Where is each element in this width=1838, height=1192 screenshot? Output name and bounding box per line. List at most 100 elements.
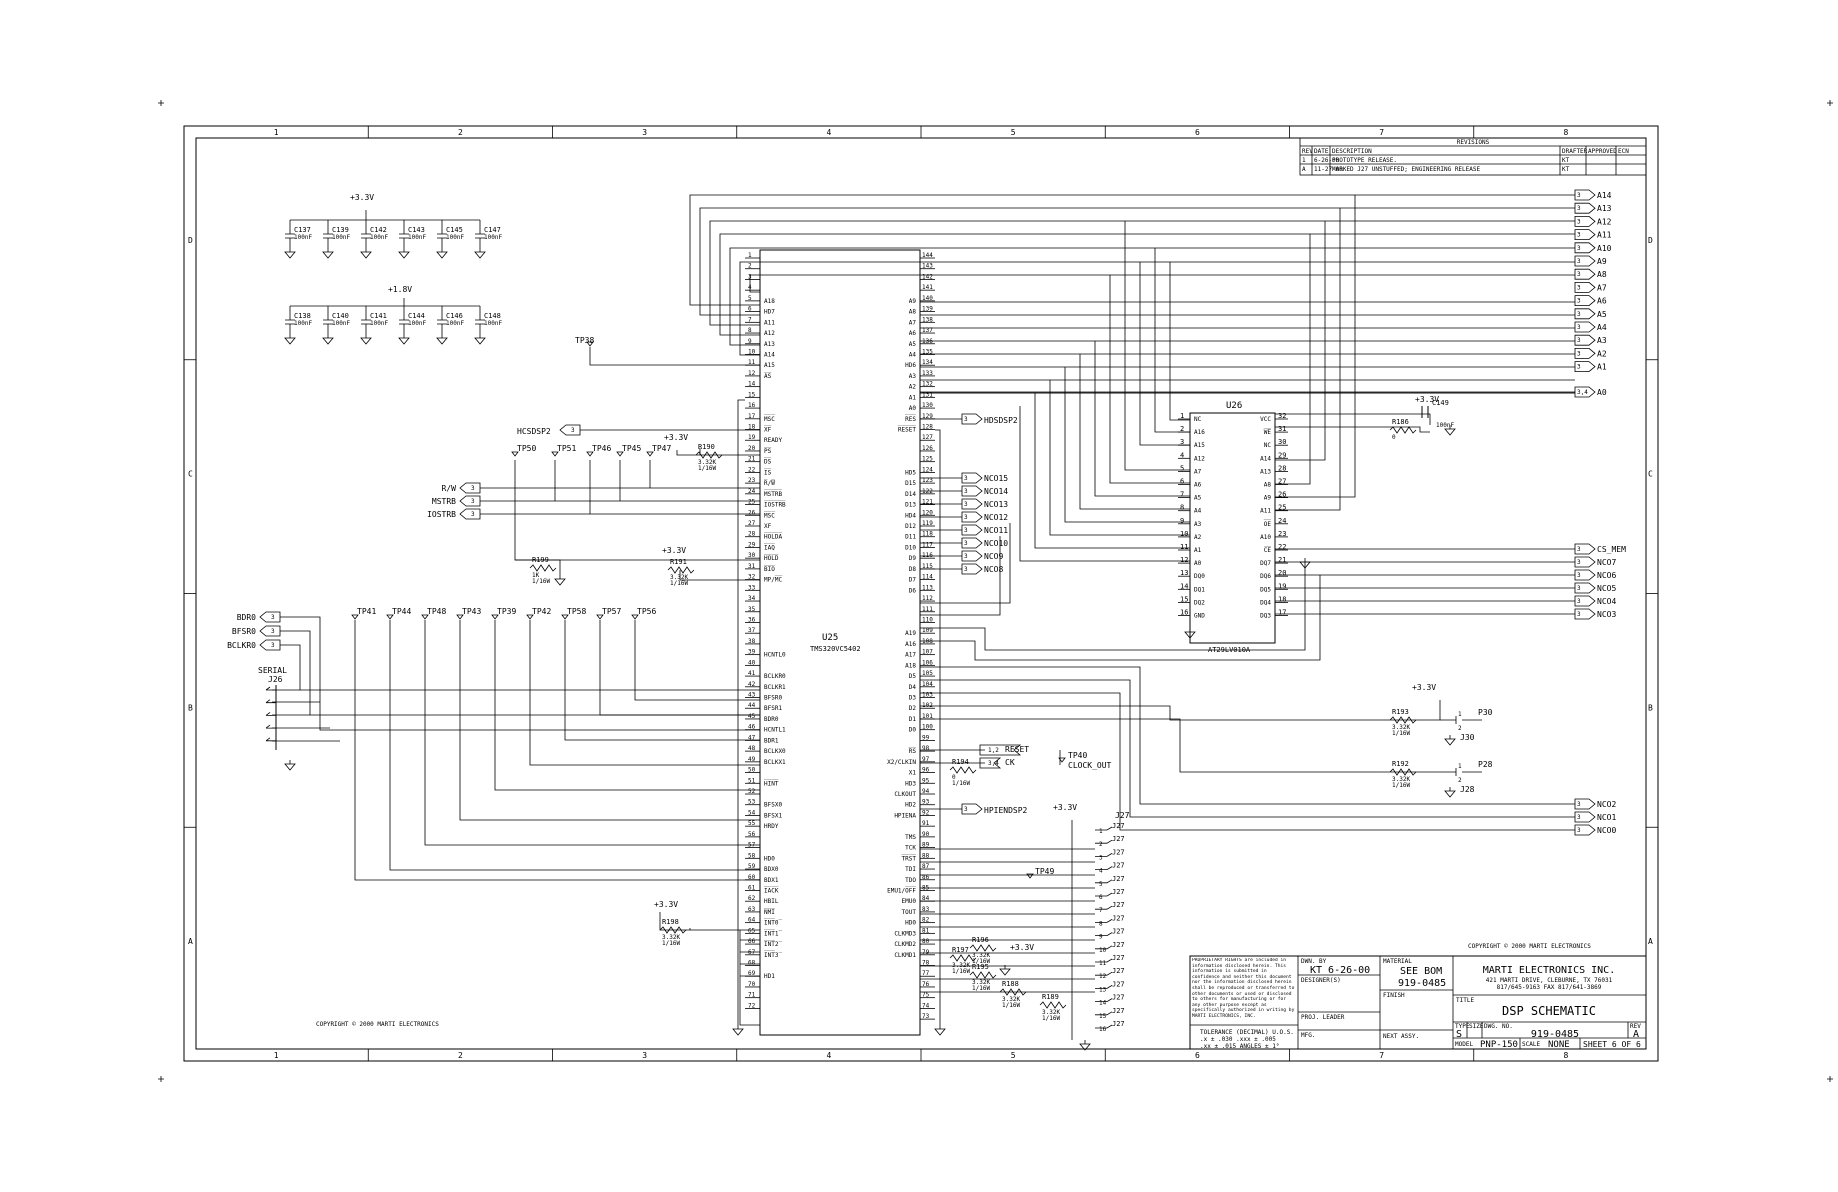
zone-col-label: 5 bbox=[1011, 128, 1016, 137]
u25-pin-name: HBIL bbox=[764, 898, 779, 905]
u25-pin-name: A9 bbox=[909, 298, 917, 305]
port-pin: 3 bbox=[1577, 572, 1581, 579]
u25-pin-name: TMS bbox=[905, 834, 916, 841]
rev-cell: KT bbox=[1562, 166, 1570, 173]
u25-pin-name: D5 bbox=[909, 673, 917, 680]
u26-pin-name: A5 bbox=[1194, 495, 1202, 502]
u25-pin-number: 142 bbox=[922, 273, 933, 280]
j27-pin bbox=[1095, 853, 1113, 857]
cap-ref: C147 bbox=[484, 226, 501, 234]
j30-net: P30 bbox=[1478, 708, 1493, 717]
port-symbol bbox=[1574, 556, 1596, 568]
port-label: R/W bbox=[442, 484, 457, 493]
u25-pin-number: 64 bbox=[748, 917, 756, 924]
j27-pin-number: 10 bbox=[1099, 947, 1107, 954]
u25-pin-name: A13 bbox=[764, 341, 775, 348]
ground-symbol bbox=[436, 248, 448, 259]
testpoint-label: TP39 bbox=[497, 607, 516, 616]
u25-pin-number: 51 bbox=[748, 777, 756, 784]
u25-pin-number: 87 bbox=[922, 863, 930, 870]
u25-pin-name: D0 bbox=[909, 727, 917, 734]
u25-pin-number: 134 bbox=[922, 359, 933, 366]
u26-pin-name: DQ5 bbox=[1260, 586, 1271, 593]
u25-pin-name: A11 bbox=[764, 319, 775, 326]
port-symbol bbox=[1574, 569, 1596, 581]
u25-pin-name: I̅N̅T̅0̅ bbox=[764, 920, 782, 927]
u25-pin-number: 94 bbox=[922, 788, 930, 795]
u25-pin-name: X̅F̅ bbox=[764, 426, 772, 433]
port-pin: 3 bbox=[964, 540, 968, 547]
rev-cell: 11-27-00 bbox=[1314, 166, 1343, 173]
u25-pin-number: 103 bbox=[922, 692, 933, 699]
u25-pin-number: 84 bbox=[922, 895, 930, 902]
u25-pin-number: 47 bbox=[748, 734, 756, 741]
u26-pin-number: 2 bbox=[1180, 425, 1184, 433]
u26-pin-name: DQ2 bbox=[1194, 599, 1205, 606]
u25-pin-number: 33 bbox=[748, 584, 756, 591]
port-pin: 3 bbox=[1577, 801, 1581, 808]
resistor-ref: R195 bbox=[972, 963, 989, 971]
ck-label: CK bbox=[1005, 758, 1015, 767]
revisions-title: REVISIONS bbox=[1457, 139, 1490, 146]
j26-pin bbox=[265, 699, 276, 704]
resistor-val: 0 bbox=[952, 774, 956, 781]
u25-pin-name: B̅I̅O̅ bbox=[764, 566, 775, 573]
u25-pin-number: 101 bbox=[922, 713, 933, 720]
u25-pin-name: H̅O̅L̅D̅A̅ bbox=[764, 534, 782, 541]
u26-pin-number: 11 bbox=[1180, 543, 1188, 551]
resistor-power: 1/16W bbox=[532, 578, 550, 585]
resistor-symbol bbox=[695, 451, 723, 459]
testpoint-label: TP50 bbox=[517, 444, 536, 453]
resistor-ref: R192 bbox=[1392, 760, 1409, 768]
port-pin: 3 bbox=[964, 514, 968, 521]
port-pin: 3 bbox=[964, 475, 968, 482]
resistor-val: 3.32K bbox=[972, 952, 990, 959]
j27-pin bbox=[1095, 905, 1113, 910]
u26-pin-number: 31 bbox=[1278, 425, 1286, 433]
u26-pin-number: 19 bbox=[1278, 582, 1286, 590]
port-label: NCO11 bbox=[984, 526, 1008, 535]
u25-pin-name: R̅E̅S̅ bbox=[905, 416, 916, 423]
port-symbol bbox=[1574, 348, 1596, 359]
ground-symbol bbox=[1299, 558, 1311, 569]
j27-pin bbox=[1095, 1011, 1113, 1016]
u25-pin-name: H̅O̅L̅D̅ bbox=[764, 555, 779, 562]
j27-pin bbox=[1095, 971, 1113, 976]
cap-ref: C140 bbox=[332, 312, 349, 320]
u25-pin-number: 74 bbox=[922, 1002, 930, 1009]
port-pin: 3 bbox=[1577, 350, 1581, 357]
u26-pin-name: A9 bbox=[1264, 495, 1272, 502]
jumper-pin: 1 bbox=[1458, 763, 1462, 770]
port-pin: 3 bbox=[964, 501, 968, 508]
cap-ref: C148 bbox=[484, 312, 501, 320]
testpoint-symbol bbox=[511, 451, 519, 457]
port-label: NCO0 bbox=[1597, 826, 1616, 835]
rev-value: A bbox=[1633, 1029, 1639, 1040]
u25-pin-number: 143 bbox=[922, 263, 933, 270]
port-label: NCO4 bbox=[1597, 597, 1616, 606]
u25-pin-number: 105 bbox=[922, 670, 933, 677]
port-label: NCO9 bbox=[984, 552, 1003, 561]
u25-pin-name: I̅A̅Q̅ bbox=[764, 544, 775, 551]
resistor-power: 1/16W bbox=[698, 465, 716, 472]
j27-pin bbox=[1095, 985, 1113, 989]
u25-pin-name: N̅M̅I̅ bbox=[764, 909, 775, 916]
port-symbol bbox=[1574, 334, 1596, 346]
supply-3v3-label: +3.3V bbox=[1053, 803, 1077, 812]
u25-pin-number: 56 bbox=[748, 831, 756, 838]
u25-pin-name: A14 bbox=[764, 351, 775, 358]
u25-pin-number: 124 bbox=[922, 466, 933, 473]
cap-ref: C143 bbox=[408, 226, 425, 234]
u25-pin-name: READY bbox=[764, 437, 782, 444]
u25-pin-number: 20 bbox=[748, 445, 756, 452]
port-symbol bbox=[1574, 282, 1596, 293]
u25-pin-name: H̅I̅N̅T̅ bbox=[764, 780, 779, 787]
u25-pin-name: A̅S̅ bbox=[764, 373, 772, 380]
u25-pin-name: D9 bbox=[909, 555, 917, 562]
proj-leader-label: PROJ. LEADER bbox=[1301, 1014, 1345, 1021]
u26-pin-name: W̅E̅ bbox=[1264, 429, 1272, 436]
material-2: 919-0485 bbox=[1398, 978, 1446, 989]
zone-row-label: D bbox=[188, 236, 193, 245]
hcsdsp2-label: HCSDSP2 bbox=[517, 427, 551, 436]
cap-val: 100nF bbox=[370, 320, 388, 327]
